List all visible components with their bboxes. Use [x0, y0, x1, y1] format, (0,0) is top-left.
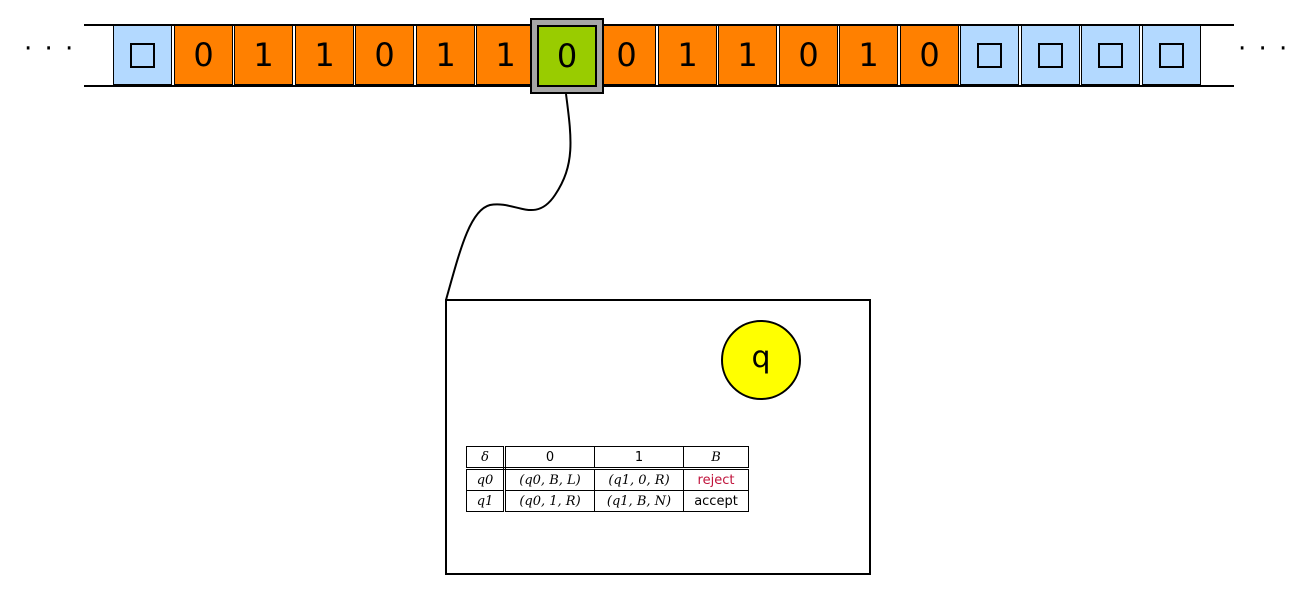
- current-state: q: [721, 320, 801, 400]
- column-header-B: B: [683, 446, 749, 470]
- tape-bottom-edge: [84, 85, 1234, 87]
- tape-cell: 0: [779, 25, 838, 85]
- cell-q1-0: (q0, 1, R): [504, 490, 595, 512]
- tape-cell-blank: [1081, 25, 1140, 85]
- tape-cell: 1: [234, 25, 293, 85]
- state-label: q: [751, 339, 771, 375]
- tape-cell-symbol: 1: [495, 36, 516, 74]
- tape-cell: 0: [597, 25, 656, 85]
- column-header-1: 1: [594, 446, 684, 470]
- row-state-q0: q0: [466, 468, 506, 491]
- tape-cell-symbol: 1: [253, 36, 274, 74]
- blank-symbol-icon: [130, 42, 155, 68]
- tape-cell: 0: [355, 25, 414, 85]
- tape-cell: 1: [718, 25, 777, 85]
- tape-cell-blank: [960, 25, 1019, 85]
- row-state-q1: q1: [466, 490, 506, 512]
- cell-q0-B: reject: [683, 468, 749, 491]
- finite-control-box: [445, 299, 871, 575]
- head-symbol: 0: [556, 37, 578, 75]
- delta-symbol: δ: [466, 446, 506, 470]
- tape-cell-symbol: 0: [193, 36, 214, 74]
- tape-right-ellipsis: · · ·: [1238, 34, 1290, 64]
- cell-q0-0: (q0, B, L): [504, 468, 595, 491]
- transition-table-header: δ 0 1 B: [466, 446, 749, 470]
- tape-cell: 1: [658, 25, 717, 85]
- tape-cell: 1: [839, 25, 898, 85]
- tape-cell-blank: [1142, 25, 1201, 85]
- tape-cell-symbol: 0: [374, 36, 395, 74]
- column-header-0: 0: [504, 446, 595, 470]
- head-cell: 0: [537, 25, 597, 87]
- tape-cell-symbol: 1: [858, 36, 879, 74]
- tape-cell: 1: [476, 25, 535, 85]
- tape-cell-symbol: 1: [737, 36, 758, 74]
- tape-cell-symbol: 1: [435, 36, 456, 74]
- tape-left-ellipsis: · · ·: [24, 34, 76, 64]
- tape-cell: 1: [295, 25, 354, 85]
- blank-symbol-icon: [1098, 42, 1123, 68]
- transition-table: δ 0 1 B q0 (q0, B, L) (q1, 0, R) reject …: [466, 446, 749, 512]
- tape-cell: 1: [416, 25, 475, 85]
- tape-cell-symbol: 1: [314, 36, 335, 74]
- transition-row-q0: q0 (q0, B, L) (q1, 0, R) reject: [466, 468, 749, 491]
- blank-symbol-icon: [1159, 42, 1184, 68]
- transition-row-q1: q1 (q0, 1, R) (q1, B, N) accept: [466, 490, 749, 512]
- cell-q1-B: accept: [683, 490, 749, 512]
- tape-cell-symbol: 1: [677, 36, 698, 74]
- tape-cell-blank: [1021, 25, 1080, 85]
- tape-cell-blank: [113, 25, 172, 85]
- tape-cell-symbol: 0: [919, 36, 940, 74]
- cell-q1-1: (q1, B, N): [594, 490, 684, 512]
- tape-cell: 0: [900, 25, 959, 85]
- blank-symbol-icon: [1038, 42, 1063, 68]
- tape-cell-symbol: 0: [616, 36, 637, 74]
- tape-cell: 0: [174, 25, 233, 85]
- tape-cell-symbol: 0: [798, 36, 819, 74]
- cell-q0-1: (q1, 0, R): [594, 468, 684, 491]
- blank-symbol-icon: [977, 42, 1002, 68]
